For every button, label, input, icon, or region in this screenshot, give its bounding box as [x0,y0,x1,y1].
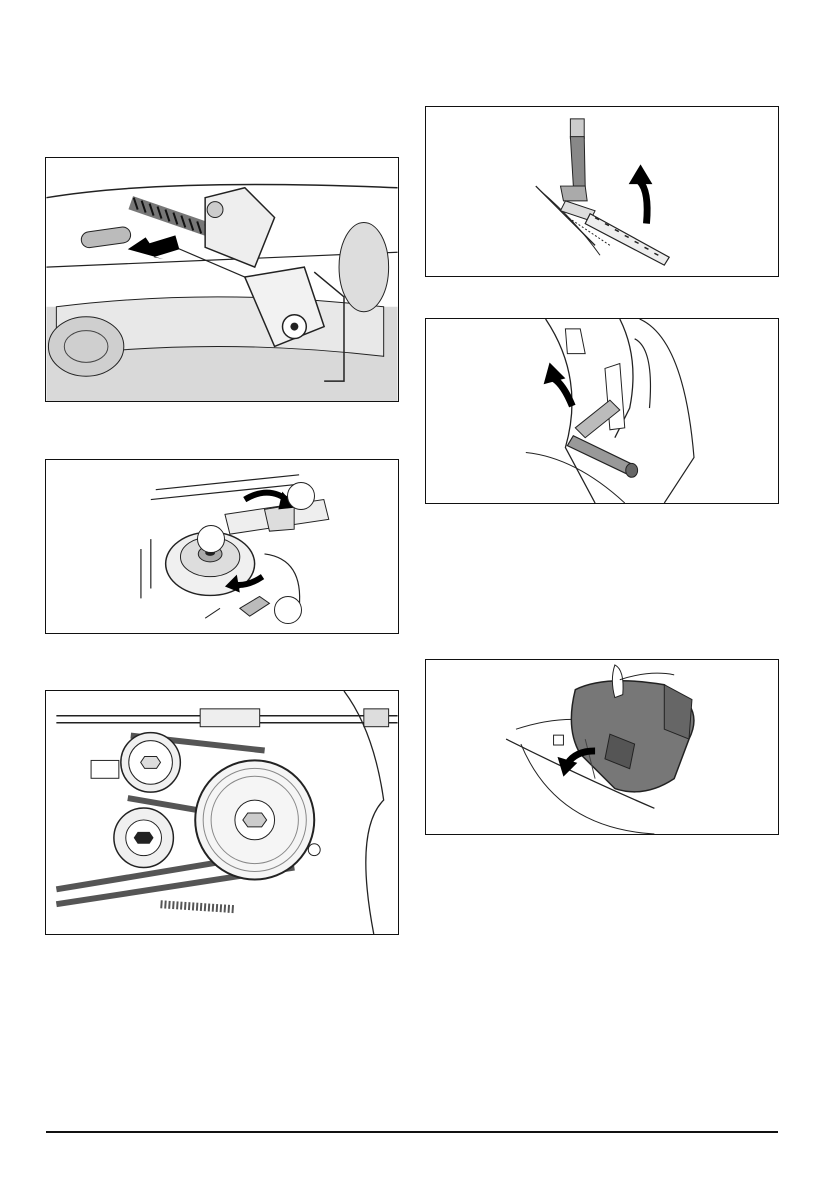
curved-arrow-up-icon [426,319,778,503]
cover-removal-figure [425,659,779,835]
lift-handle-figure [425,106,779,277]
belt-drive-figure [45,690,399,935]
curved-arrow-up-icon [426,107,778,276]
callout-1 [287,482,315,510]
lever-raise-figure [425,318,779,504]
callout-2 [197,525,225,553]
callout-3 [274,596,302,624]
belt-drive-illustration [46,691,398,934]
spring-lever-figure [45,157,399,402]
curved-arrow-icon [426,660,778,834]
footer-rule [46,1131,778,1133]
arrow-left-icon [46,158,398,401]
pulley-callout-figure [45,459,399,634]
